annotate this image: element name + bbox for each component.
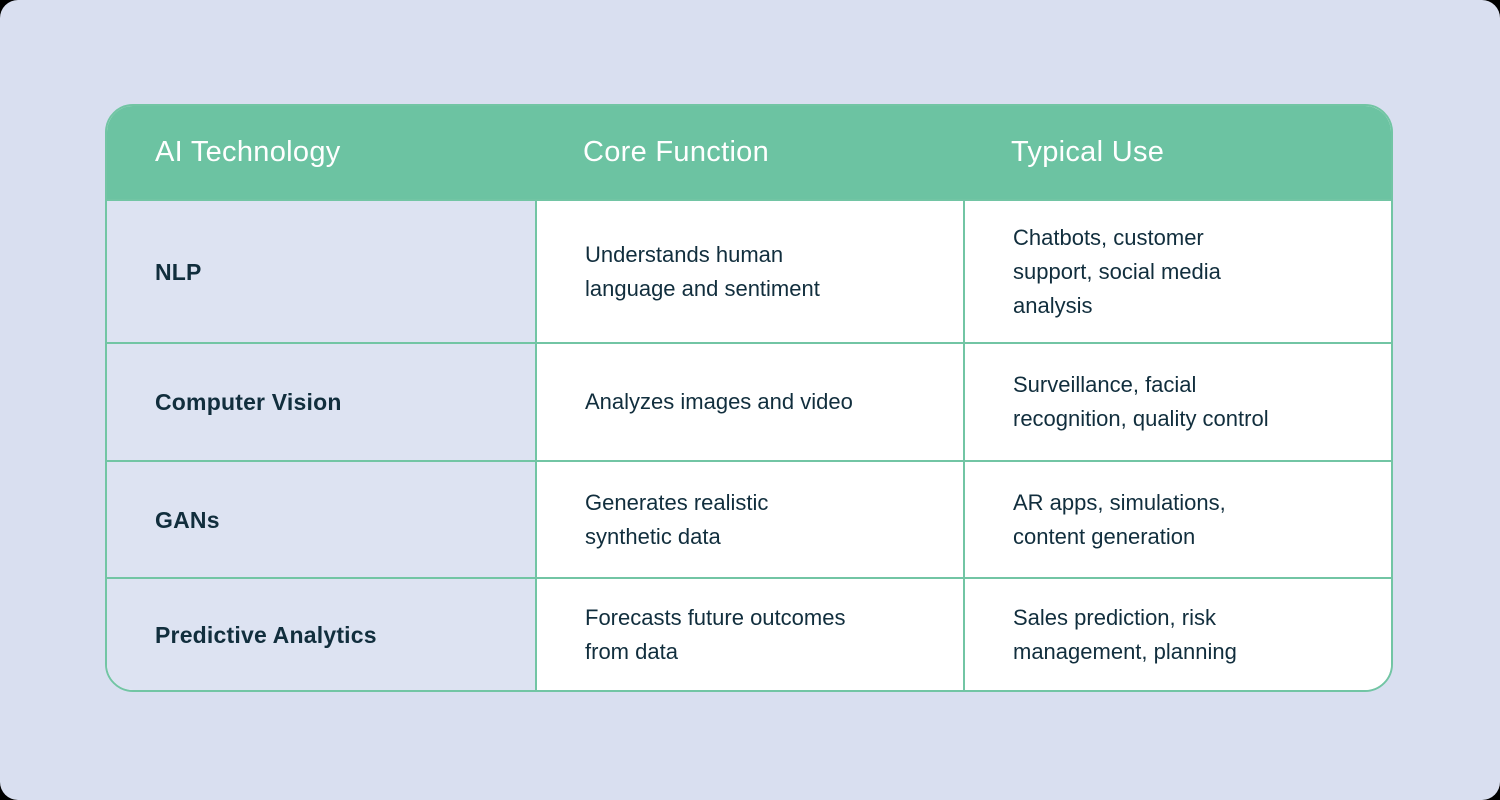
column-header-typical-use: Typical Use <box>963 106 1391 199</box>
row-nlp-core-function: Understands human language and sentiment <box>535 199 963 342</box>
row-gans-typical-use: AR apps, simulations, content generation <box>963 460 1391 577</box>
row-gans-technology: GANs <box>107 460 535 577</box>
row-computer-vision-technology: Computer Vision <box>107 342 535 460</box>
row-computer-vision-typical-use: Surveillance, facial recognition, qualit… <box>963 342 1391 460</box>
ai-technology-table: AI Technology Core Function Typical Use … <box>105 104 1393 692</box>
column-header-ai-technology: AI Technology <box>107 106 535 199</box>
row-gans-core-function: Generates realistic synthetic data <box>535 460 963 577</box>
row-nlp-technology: NLP <box>107 199 535 342</box>
row-predictive-analytics-technology: Predictive Analytics <box>107 577 535 690</box>
column-header-core-function: Core Function <box>535 106 963 199</box>
row-predictive-analytics-core-function: Forecasts future outcomes from data <box>535 577 963 690</box>
row-predictive-analytics-typical-use: Sales prediction, risk management, plann… <box>963 577 1391 690</box>
row-nlp-typical-use: Chatbots, customer support, social media… <box>963 199 1391 342</box>
row-computer-vision-core-function: Analyzes images and video <box>535 342 963 460</box>
